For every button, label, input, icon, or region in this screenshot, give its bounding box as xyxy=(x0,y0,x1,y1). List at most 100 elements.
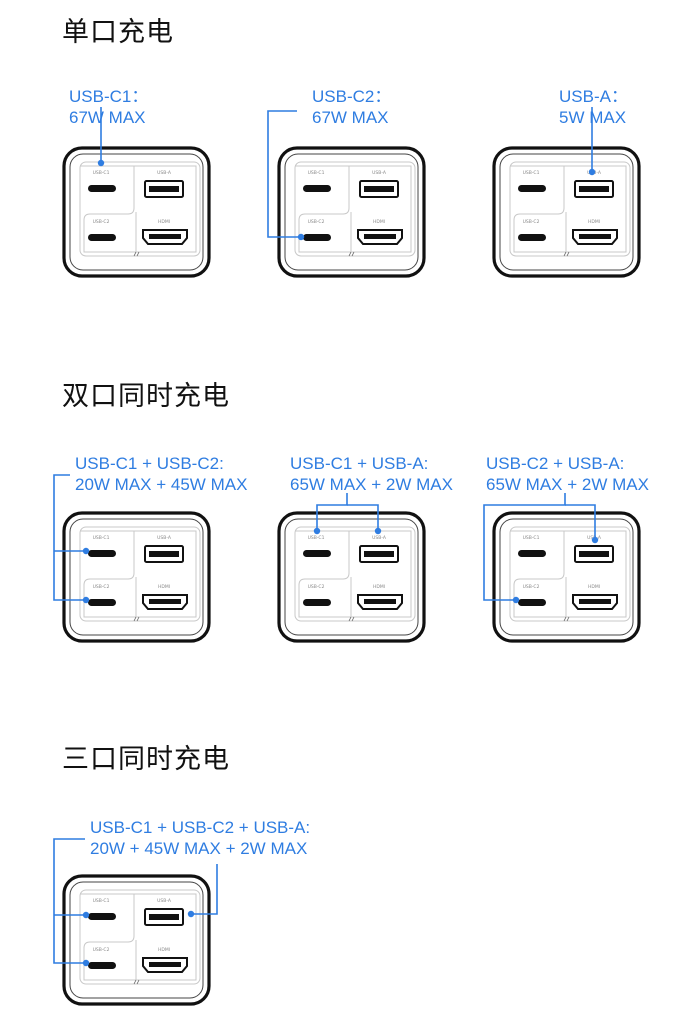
hdmi-port-slot xyxy=(149,234,181,239)
usb-a-port-frame xyxy=(574,180,614,198)
usb-a-port-frame xyxy=(359,545,399,563)
connector-dot xyxy=(82,911,90,919)
usb-c1-port xyxy=(88,550,116,557)
usb-c2-port xyxy=(88,234,116,241)
panel-outline xyxy=(510,530,627,618)
label-usb-c1-single: USB-C1： 67W MAX xyxy=(69,86,148,128)
usb-c2-port xyxy=(303,234,331,241)
usb-a-port-slot xyxy=(149,551,179,557)
port-label-usb-c2: USB-C2 xyxy=(523,219,540,225)
port-label-usb-c1: USB-C1 xyxy=(308,170,325,176)
panel-frame xyxy=(294,161,416,257)
hdmi-port xyxy=(142,594,188,610)
label-line1: USB-C1： xyxy=(69,87,149,106)
hdmi-port-slot xyxy=(579,599,611,604)
panel-frame xyxy=(509,526,631,622)
charger-inner-rim xyxy=(69,881,204,999)
usb-a-port-frame xyxy=(144,545,184,563)
hdmi-port-slot xyxy=(149,962,181,967)
usb-a-port-slot xyxy=(149,914,179,920)
label-c1-c2-a-triple: USB-C1 + USB-C2 + USB-A: 20W + 45W MAX +… xyxy=(90,817,310,859)
charger-inner-rim xyxy=(284,153,419,271)
connector-dot xyxy=(82,959,90,967)
usb-c2-port xyxy=(518,599,546,606)
usb-c1-port xyxy=(518,550,546,557)
usb-c1-port xyxy=(88,185,116,192)
label-line2: 65W MAX + 2W MAX xyxy=(486,475,649,494)
connector-dot xyxy=(374,527,382,535)
charger-inner-rim xyxy=(499,153,634,271)
connector-dot xyxy=(588,168,596,176)
panel-outline xyxy=(80,165,197,253)
connector-dot xyxy=(591,536,599,544)
connector-dot xyxy=(82,596,90,604)
logo-mark xyxy=(348,616,355,622)
panel-outline xyxy=(295,165,412,253)
port-label-usb-c1: USB-C1 xyxy=(308,535,325,541)
connector-dot xyxy=(82,547,90,555)
label-c1-c2-dual: USB-C1 + USB-C2: 20W MAX + 45W MAX xyxy=(75,453,247,495)
panel-frame xyxy=(79,889,201,985)
panel-frame xyxy=(79,161,201,257)
usb-a-port-frame xyxy=(144,180,184,198)
port-label-usb-c2: USB-C2 xyxy=(93,584,110,590)
port-label-usb-c1: USB-C1 xyxy=(523,170,540,176)
port-label-hdmi: HDMI xyxy=(158,947,170,953)
port-label-usb-a: USB-A xyxy=(157,535,172,541)
panel-outline xyxy=(80,893,197,981)
connector-line xyxy=(316,493,348,531)
port-label-hdmi: HDMI xyxy=(373,584,385,590)
usb-a-port-slot xyxy=(364,551,394,557)
port-label-usb-c2: USB-C2 xyxy=(523,584,540,590)
usb-a-port-slot xyxy=(579,551,609,557)
hdmi-port-slot xyxy=(579,234,611,239)
connector-dot xyxy=(297,233,305,241)
hdmi-port-slot xyxy=(364,599,396,604)
usb-a-port-frame xyxy=(144,908,184,926)
label-line1: USB-C2 + USB-A: xyxy=(486,454,625,473)
port-label-usb-c1: USB-C1 xyxy=(523,535,540,541)
connector-line xyxy=(53,474,86,601)
connector-line xyxy=(347,504,379,531)
usb-c2-port xyxy=(303,599,331,606)
label-line1: USB-C1 + USB-C2: xyxy=(75,454,224,473)
hdmi-port xyxy=(572,229,618,245)
usb-a-port-frame xyxy=(359,180,399,198)
port-label-hdmi: HDMI xyxy=(373,219,385,225)
usb-a-port-slot xyxy=(149,186,179,192)
charger-inner-rim xyxy=(69,518,204,636)
panel-frame xyxy=(509,161,631,257)
charger-inner-rim xyxy=(69,153,204,271)
charger-inner-rim xyxy=(284,518,419,636)
usb-c2-port xyxy=(88,962,116,969)
label-line1: USB-C1 + USB-C2 + USB-A: xyxy=(90,818,311,837)
usb-c1-port xyxy=(303,550,331,557)
label-line2: 20W + 45W MAX + 2W MAX xyxy=(90,839,308,858)
label-usb-c2-single: USB-C2： 67W MAX xyxy=(312,86,391,128)
hdmi-port-slot xyxy=(149,599,181,604)
connector-line xyxy=(267,110,301,238)
logo-mark xyxy=(563,616,570,622)
hdmi-port xyxy=(142,229,188,245)
usb-c2-port xyxy=(518,234,546,241)
hdmi-port xyxy=(357,229,403,245)
usb-c1-port xyxy=(88,913,116,920)
hdmi-port xyxy=(357,594,403,610)
usb-a-port-frame xyxy=(574,545,614,563)
label-c1-a-dual: USB-C1 + USB-A: 65W MAX + 2W MAX xyxy=(290,453,453,495)
port-label-usb-c2: USB-C2 xyxy=(308,584,325,590)
port-label-hdmi: HDMI xyxy=(158,584,170,590)
port-label-usb-c1: USB-C1 xyxy=(93,170,110,176)
section-title-triple-port: 三口同时充电 xyxy=(62,744,230,775)
port-label-usb-c2: USB-C2 xyxy=(93,219,110,225)
connector-dot xyxy=(313,527,321,535)
label-line2: 20W MAX + 45W MAX xyxy=(75,475,248,494)
hdmi-port-slot xyxy=(364,234,396,239)
